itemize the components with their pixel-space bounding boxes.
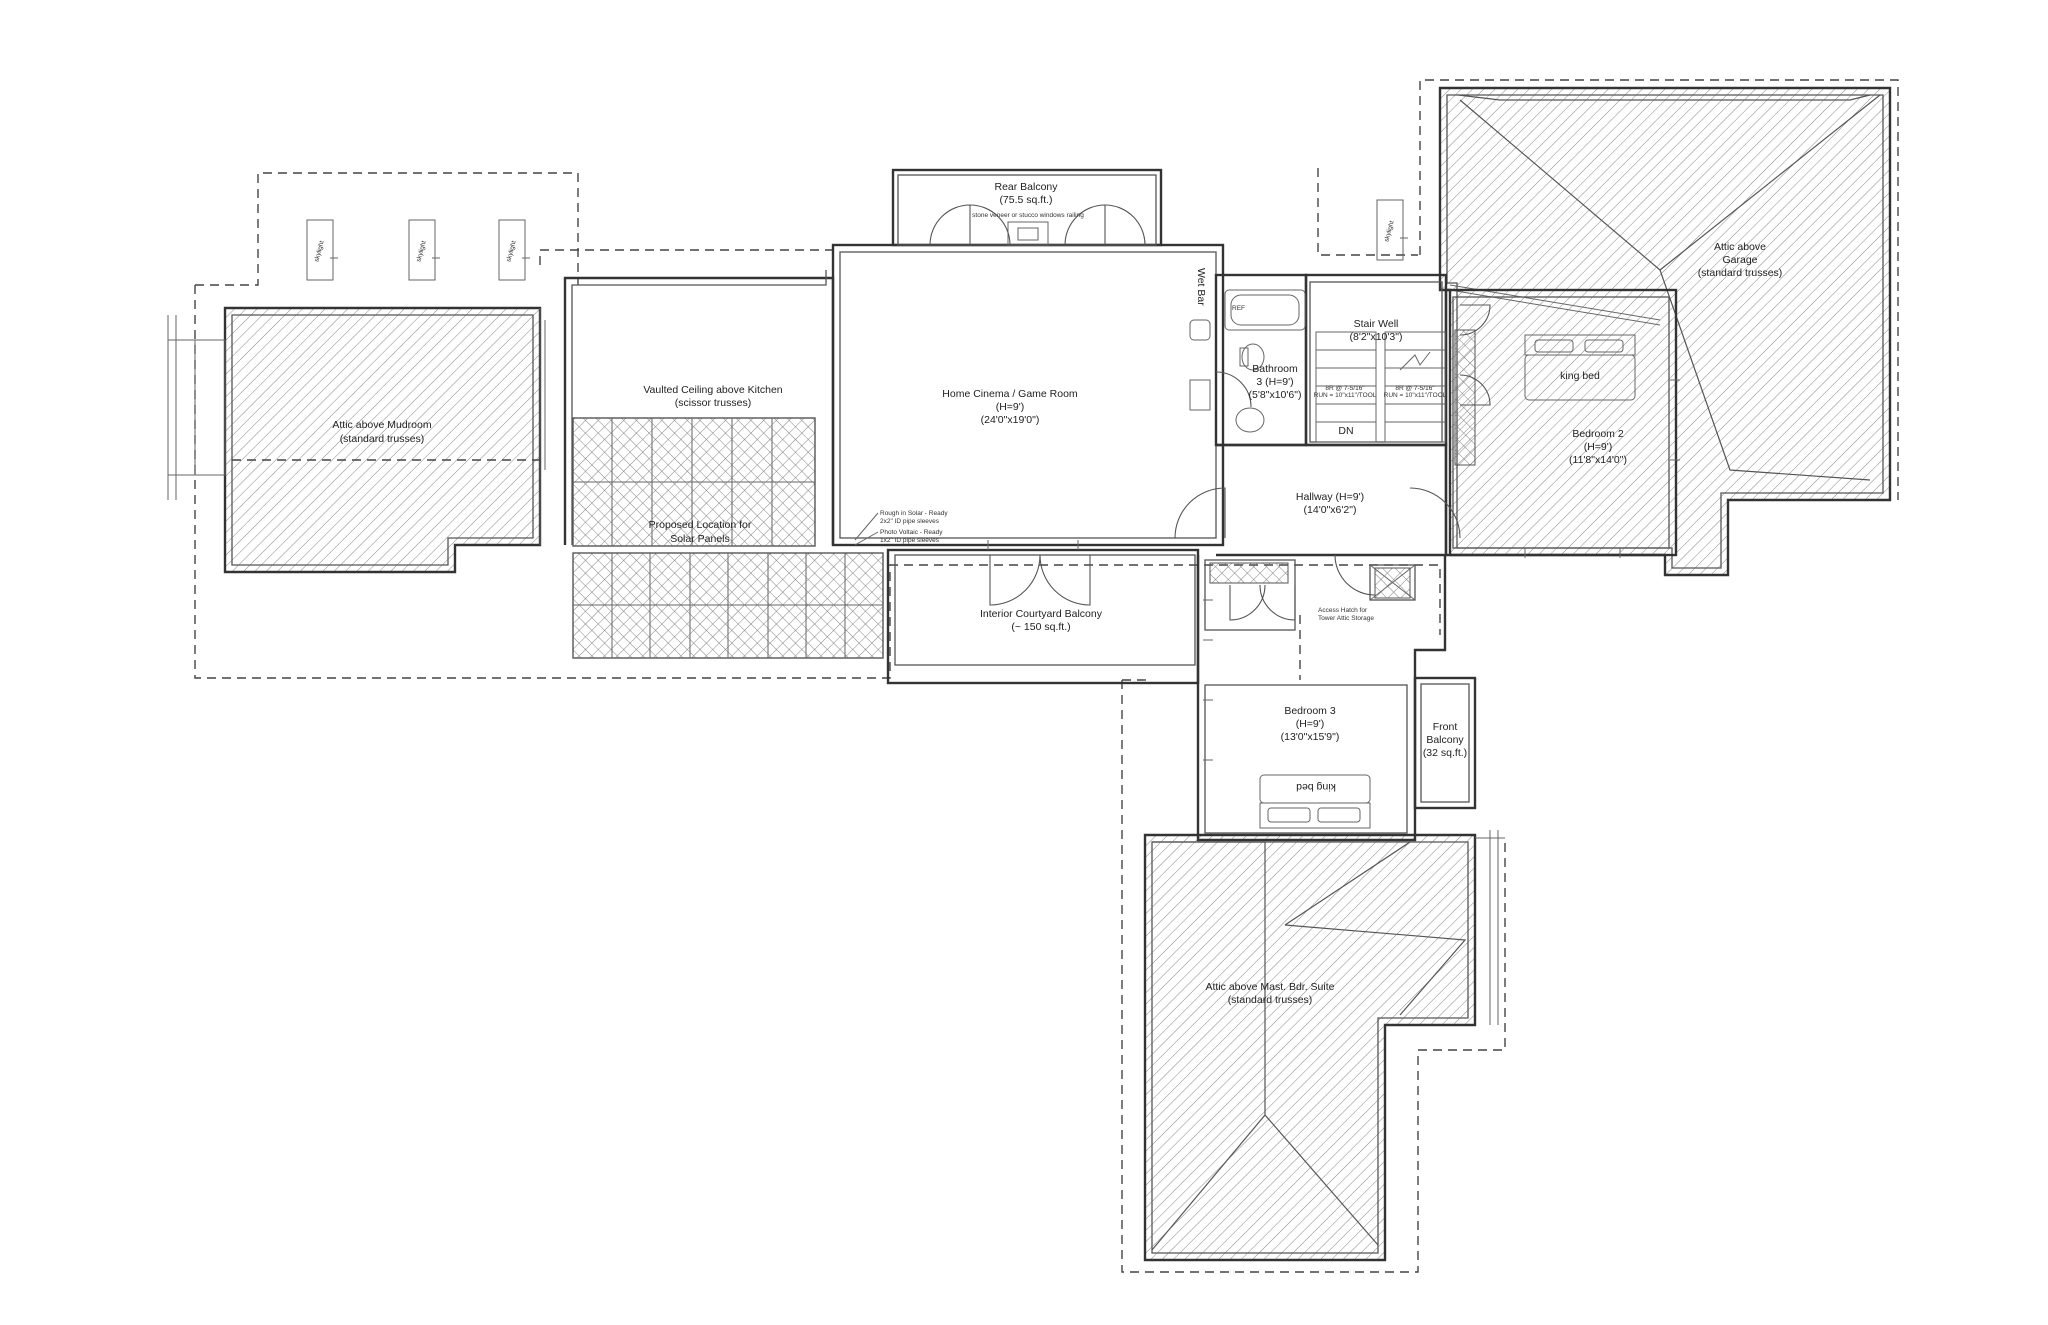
rear-balcony-label: Rear Balcony bbox=[994, 181, 1058, 193]
stair-dn-label: DN bbox=[1338, 425, 1353, 437]
skylight-3: skylight bbox=[498, 219, 530, 281]
stair-well-dims: (8'2"x10'3") bbox=[1350, 331, 1403, 343]
vaulted-kitchen-label: Vaulted Ceiling above Kitchen bbox=[643, 384, 782, 396]
home-cinema-dims: (24'0"x19'0") bbox=[981, 414, 1040, 426]
home-cinema-label: Home Cinema / Game Room bbox=[942, 388, 1078, 400]
bedroom2-closet bbox=[1454, 329, 1476, 466]
ref-label: REF bbox=[1232, 305, 1245, 312]
bedroom3-label: Bedroom 3 bbox=[1284, 705, 1336, 717]
rear-balcony-note: stone veneer or stucco windows railing bbox=[972, 212, 1084, 219]
bedroom2-dims: (11'8"x14'0") bbox=[1569, 454, 1627, 466]
attic-mudroom bbox=[167, 306, 546, 574]
skylight-2: skylight bbox=[408, 219, 440, 281]
front-balcony-area: (32 sq.ft.) bbox=[1423, 747, 1467, 759]
courtyard-label: Interior Courtyard Balcony bbox=[980, 608, 1103, 620]
home-cinema-height: (H=9') bbox=[996, 401, 1025, 413]
rear-balcony-area: (75.5 sq.ft.) bbox=[999, 194, 1052, 206]
access-hatch-label-2: Tower Attic Storage bbox=[1318, 615, 1374, 622]
solar-panels-label-2: Solar Panels bbox=[670, 533, 730, 545]
attic-master-label: Attic above Mast. Bdr. Suite bbox=[1206, 981, 1335, 993]
closet-shelves bbox=[1209, 562, 1411, 599]
wet-bar-label: Wet Bar bbox=[1195, 268, 1207, 306]
front-balcony-label-1: Front bbox=[1433, 721, 1458, 733]
bed-bedroom3 bbox=[1259, 774, 1371, 829]
hallway-dims: (14'0"x6'2") bbox=[1304, 504, 1357, 516]
attic-master-suite bbox=[1143, 830, 1505, 1262]
access-hatch-label-1: Access Hatch for bbox=[1318, 607, 1368, 614]
solar-note-rough-1: Rough in Solar - Ready bbox=[880, 510, 948, 517]
hallway-label: Hallway (H=9') bbox=[1296, 491, 1364, 503]
windows bbox=[987, 379, 1680, 761]
solar-panels-label-1: Proposed Location for bbox=[649, 519, 752, 531]
svg-text:skylight: skylight bbox=[1383, 220, 1395, 243]
skylight-4: skylight bbox=[1376, 199, 1408, 261]
stairs bbox=[1315, 331, 1446, 443]
skylights: skylight skylight skylight skylight bbox=[306, 199, 1408, 281]
roof-overhang-outlines bbox=[194, 79, 1899, 1273]
skylight-1: skylight bbox=[306, 219, 338, 281]
front-balcony-label-2: Balcony bbox=[1426, 734, 1464, 746]
attic-garage-label-1: Attic above bbox=[1714, 241, 1766, 253]
svg-text:skylight: skylight bbox=[505, 240, 517, 263]
attic-garage bbox=[1438, 86, 1892, 577]
bedroom3-dims: (13'0"x15'9") bbox=[1281, 731, 1340, 743]
doors bbox=[929, 204, 1491, 621]
solar-note-photo-2: 1x2" ID pipe sleeves bbox=[880, 537, 940, 544]
bedroom2-height: (H=9') bbox=[1584, 441, 1613, 453]
stair-note-right-1: 8R @ 7-5/16" bbox=[1395, 385, 1435, 392]
stair-note-right-2: RUN = 10"x11"/TOOL bbox=[1384, 392, 1447, 399]
bed-bedroom2 bbox=[1524, 334, 1636, 401]
solar-panel-area bbox=[572, 417, 884, 659]
bedroom3-height: (H=9') bbox=[1296, 718, 1325, 730]
bathroom3-dims: (5'8"x10'6") bbox=[1249, 389, 1302, 401]
solar-note-rough-2: 2x2" ID pipe sleeves bbox=[880, 518, 940, 525]
attic-mudroom-sub: (standard trusses) bbox=[340, 433, 425, 445]
attic-mudroom-label: Attic above Mudroom bbox=[332, 419, 431, 431]
bathroom3-label-2: 3 (H=9') bbox=[1256, 376, 1293, 388]
stair-note-left-1: 8R @ 7-5/16" bbox=[1325, 385, 1365, 392]
solar-note-photo-1: Photo Voltaic - Ready bbox=[880, 529, 943, 536]
attic-garage-label-2: Garage bbox=[1722, 254, 1757, 266]
svg-text:skylight: skylight bbox=[313, 240, 325, 263]
solar-note-leaders bbox=[854, 512, 879, 546]
attic-master-sub: (standard trusses) bbox=[1228, 994, 1313, 1006]
bathroom3-label-1: Bathroom bbox=[1252, 363, 1298, 375]
attic-garage-sub: (standard trusses) bbox=[1698, 267, 1783, 279]
stair-note-left-2: RUN = 10"x11"/TOOL bbox=[1314, 392, 1377, 399]
stair-well-label: Stair Well bbox=[1354, 318, 1399, 330]
bedroom2-label: Bedroom 2 bbox=[1572, 428, 1624, 440]
courtyard-area: (~ 150 sq.ft.) bbox=[1011, 621, 1070, 633]
vaulted-kitchen-sub: (scissor trusses) bbox=[675, 397, 751, 409]
svg-text:skylight: skylight bbox=[415, 240, 427, 263]
king-bed-2-label: king bed bbox=[1560, 370, 1600, 382]
bathroom-fixtures bbox=[1189, 289, 1306, 433]
king-bed-3-label: king bed bbox=[1296, 781, 1336, 793]
